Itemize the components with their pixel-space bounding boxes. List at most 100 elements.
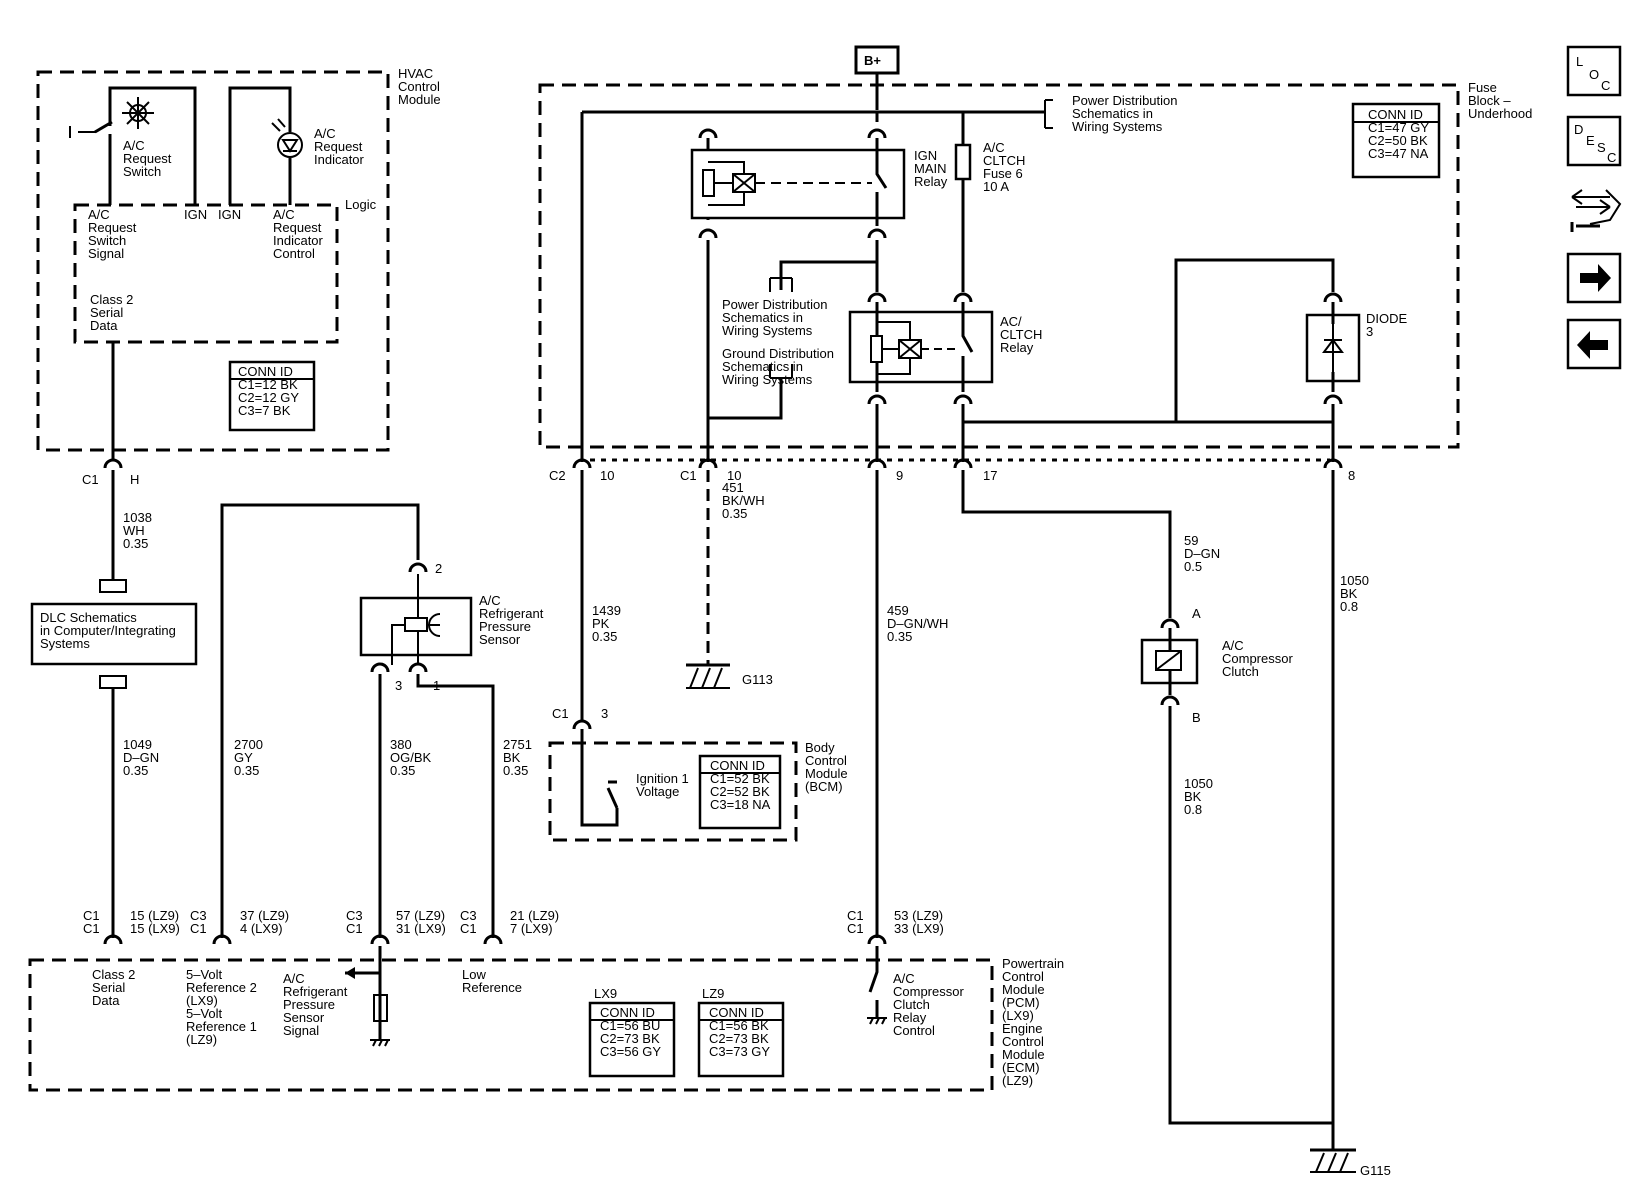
sensor-pin-3: 3 bbox=[395, 678, 402, 693]
b-plus-label: B+ bbox=[864, 53, 881, 68]
prev-arrow-button[interactable] bbox=[1566, 318, 1622, 370]
c2-pin-10: 10 bbox=[600, 468, 614, 483]
loc-button[interactable] bbox=[1566, 45, 1622, 97]
desc-letter-d: D bbox=[1574, 122, 1583, 137]
ground-g115-icon bbox=[1310, 1148, 1356, 1173]
hvac-module-outline bbox=[36, 70, 390, 452]
sensor-pin-1: 1 bbox=[433, 678, 440, 693]
hvac-h-label: H bbox=[130, 472, 139, 487]
hvac-ign-label-1: IGN bbox=[184, 207, 207, 222]
fuse-block-outline bbox=[538, 83, 1460, 449]
ac-refrigerant-sensor bbox=[359, 596, 473, 657]
pcm-37-label: 37 (LZ9)4 (LX9) bbox=[240, 908, 289, 936]
clutch-pin-b: B bbox=[1192, 710, 1201, 725]
hvac-logic-outline bbox=[73, 203, 339, 344]
pin-17-label: 17 bbox=[983, 468, 997, 483]
clutch-pin-a: A bbox=[1192, 606, 1201, 621]
logic-label: Logic bbox=[345, 197, 377, 212]
pcm-57-label: 57 (LZ9)31 (LX9) bbox=[396, 908, 446, 936]
lz9-conn-table bbox=[697, 1001, 785, 1078]
hvac-ign-label-2: IGN bbox=[218, 207, 241, 222]
c1-label: C1 bbox=[680, 468, 697, 483]
desc-button[interactable] bbox=[1566, 115, 1622, 167]
pin-9-label: 9 bbox=[896, 468, 903, 483]
hvac-conn-table bbox=[228, 360, 316, 432]
pcm-15-label: 15 (LZ9)15 (LX9) bbox=[130, 908, 180, 936]
c1-pin-10: 10 bbox=[727, 468, 741, 483]
bcm-c1-label: C1 bbox=[552, 706, 569, 721]
loc-letter-c: C bbox=[1601, 78, 1610, 93]
loc-letter-o: O bbox=[1589, 67, 1599, 82]
hvac-c1-label: C1 bbox=[82, 472, 99, 487]
indicator-lamp-icon bbox=[271, 118, 303, 158]
bcm-outline bbox=[548, 741, 798, 842]
snowflake-icon bbox=[122, 97, 154, 129]
lx9-conn-table bbox=[588, 1001, 676, 1078]
connector-view-icon[interactable] bbox=[1570, 189, 1622, 232]
lz9-label: LZ9 bbox=[702, 986, 724, 1001]
fuse-conn-table bbox=[1351, 102, 1441, 179]
g115-label: G115 bbox=[1360, 1163, 1391, 1178]
ac-clutch-fuse bbox=[954, 143, 972, 181]
bcm-pin-3: 3 bbox=[601, 706, 608, 721]
ground-g113-icon bbox=[686, 663, 730, 689]
pcm-outline bbox=[28, 958, 994, 1092]
next-arrow-button[interactable] bbox=[1566, 252, 1622, 304]
desc-letter-e: E bbox=[1586, 133, 1595, 148]
b-plus-box bbox=[854, 45, 900, 75]
bcm-conn-table bbox=[698, 754, 782, 830]
dlc-box bbox=[30, 602, 198, 666]
desc-letter-s: S bbox=[1597, 140, 1606, 155]
pcm-21-label: 21 (LZ9)7 (LX9) bbox=[510, 908, 559, 936]
lx9-label: LX9 bbox=[594, 986, 617, 1001]
pcm-53-label: 53 (LZ9)33 (LX9) bbox=[894, 908, 944, 936]
sensor-pin-2: 2 bbox=[435, 561, 442, 576]
desc-letter-c: C bbox=[1607, 150, 1616, 165]
